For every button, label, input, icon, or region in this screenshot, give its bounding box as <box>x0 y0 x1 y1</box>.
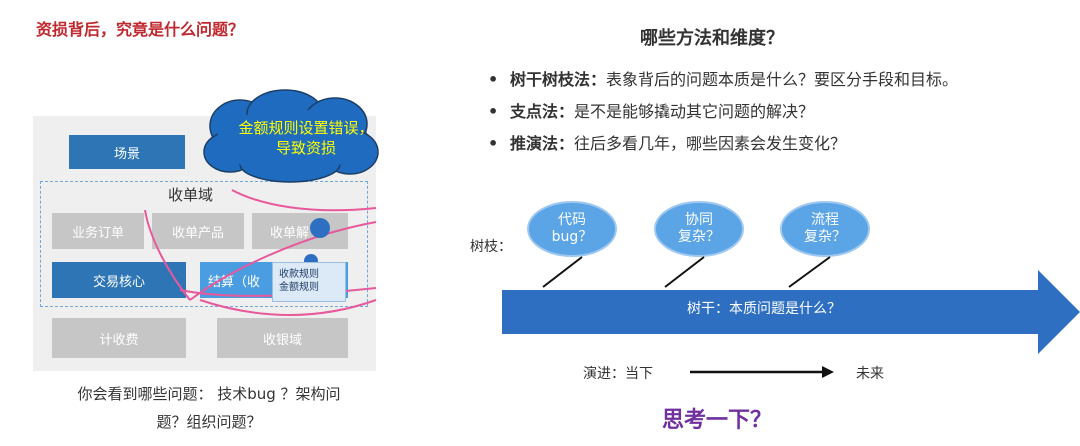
flow-curve <box>179 287 377 297</box>
method-item: • 推演法：往后多看几年，哪些因素会发生变化？ <box>488 134 958 154</box>
business-order-box: 业务订单 <box>52 213 144 249</box>
cloud-text: 金额规则设置错误， 导致资损 <box>236 118 376 158</box>
popup-line: 金额规则 <box>279 282 319 293</box>
branch-line <box>542 256 583 288</box>
left-title: 资损背后，究竟是什么问题？ <box>36 20 245 39</box>
flow-curve <box>199 299 377 316</box>
left-caption: 你会看到哪些问题： 技术bug ？架构问 题？组织问题？ <box>44 380 374 436</box>
method-item: • 树干树枝法：表象背后的问题本质是什么？要区分手段和目标。 <box>488 70 958 90</box>
bubble-line: 流程 <box>811 212 839 228</box>
marker-dot <box>310 218 330 238</box>
bubble-label: 代码 bug？ <box>527 212 617 246</box>
method-term: 支点法： <box>510 102 575 121</box>
bubble-line: bug？ <box>551 229 593 245</box>
flow-curve <box>231 189 377 212</box>
branch-line <box>664 256 705 288</box>
evolution-start: 演进：当下 <box>583 366 653 382</box>
flow-curve <box>189 221 377 301</box>
trunk-arrow <box>502 270 1080 354</box>
bubble-line: 复杂？ <box>678 229 720 245</box>
bullet-dot: • <box>488 134 499 153</box>
caption-line: 题？组织问题？ <box>156 413 262 431</box>
bubble-line: 复杂？ <box>804 229 846 245</box>
scene-box: 场景 <box>69 135 185 169</box>
cloud-line: 导致资损 <box>275 139 336 157</box>
method-list: • 树干树枝法：表象背后的问题本质是什么？要区分手段和目标。 • 支点法：是不是能够… <box>488 70 958 166</box>
method-desc: 往后多看几年，哪些因素会发生变化？ <box>574 134 847 153</box>
bullet-dot: • <box>488 70 499 89</box>
caption-line: 你会看到哪些问题： 技术bug ？架构问 <box>77 385 341 403</box>
cashier-domain-box: 收银域 <box>217 318 348 358</box>
method-term: 推演法： <box>510 134 575 153</box>
bubble-line: 代码 <box>558 212 586 228</box>
cloud-shape <box>203 89 379 183</box>
domain-boundary <box>40 181 368 307</box>
trunk-label: 树干：本质问题是什么？ <box>687 301 841 317</box>
popup-line: 收款规则 <box>279 269 319 280</box>
branch-bubble <box>780 201 870 257</box>
branch-label: 树枝： <box>470 239 512 255</box>
method-desc: 表象背后的问题本质是什么？要区分手段和目标。 <box>606 70 959 89</box>
trade-core-box: 交易核心 <box>52 262 186 298</box>
domain-label: 收单域 <box>168 186 214 204</box>
method-term: 树干树枝法： <box>510 70 607 89</box>
bubble-line: 协同 <box>685 212 713 228</box>
cloud-line: 金额规则设置错误， <box>238 119 374 137</box>
method-item: • 支点法：是不是能够撬动其它问题的解决？ <box>488 102 958 122</box>
branch-bubble <box>654 201 744 257</box>
acquiring-product-box: 收单产品 <box>152 213 244 249</box>
method-desc: 是不是能够撬动其它问题的解决？ <box>574 102 815 121</box>
rules-popup: 收款规则 金额规则 <box>272 262 346 302</box>
bullet-dot: • <box>488 102 499 121</box>
bubble-label: 协同 复杂？ <box>654 212 744 246</box>
branch-line <box>788 256 831 288</box>
branch-bubble <box>527 201 617 257</box>
evolution-end: 未来 <box>856 366 884 382</box>
right-title: 哪些方法和维度？ <box>640 28 784 49</box>
think-prompt: 思考一下？ <box>662 408 773 433</box>
fee-box: 计收费 <box>52 318 186 358</box>
evolution-arrowhead <box>822 366 834 378</box>
bubble-label: 流程 复杂？ <box>780 212 870 246</box>
